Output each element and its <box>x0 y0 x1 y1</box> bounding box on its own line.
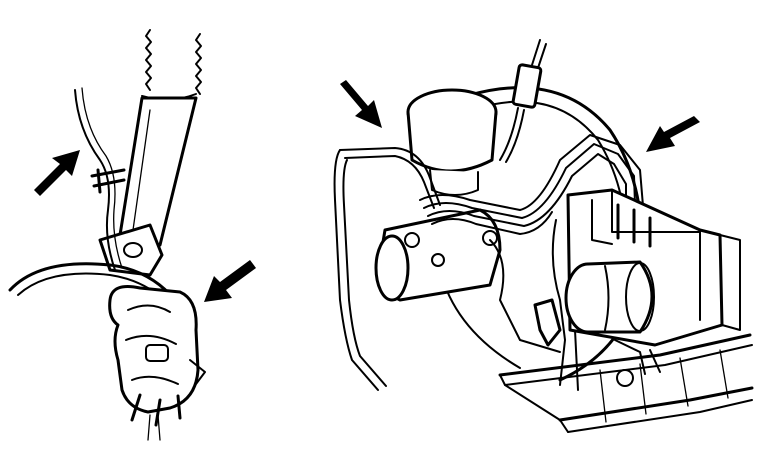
brake-line-long-left-2 <box>342 159 387 387</box>
frame-rail-top <box>498 333 752 377</box>
bracket-hardware <box>614 339 661 375</box>
caliper-bottom-lines <box>147 414 161 441</box>
bracket-bolt-hole <box>123 242 143 258</box>
mc-port-3 <box>482 230 498 246</box>
mc-port-2 <box>431 253 445 267</box>
right-arrow-upper-right <box>646 116 700 152</box>
left-arrow-lower <box>204 260 256 302</box>
frame-rail-mid <box>504 344 753 386</box>
caliper-lower-lugs <box>130 393 182 427</box>
abs-fittings <box>616 203 652 248</box>
sensor-wire-down <box>499 107 525 163</box>
frame-rail-ribs <box>599 349 729 423</box>
right-panel-master-cylinder <box>333 39 754 433</box>
abs-mounting-tab <box>591 199 613 245</box>
brake-line-2 <box>344 155 435 209</box>
pump-motor-band <box>604 265 610 331</box>
frame-rail-bottom <box>567 399 753 433</box>
mc-port-1 <box>404 232 420 248</box>
reservoir-lower <box>429 169 479 196</box>
right-arrow-upper-left <box>340 80 382 128</box>
frame-bolt <box>616 369 634 387</box>
master-cylinder-end <box>374 234 410 302</box>
strut-tube-inner <box>132 109 151 231</box>
abs-sensor-wire <box>8 262 177 302</box>
caliper-side-tab <box>189 359 206 385</box>
caliper-bleeder <box>145 344 169 362</box>
brake-line-long-left <box>333 149 379 391</box>
abs-housing-side <box>699 231 741 331</box>
brake-hose-outline <box>81 87 123 269</box>
hose-clip <box>90 168 126 194</box>
brake-line-bundle-d <box>431 211 553 235</box>
sensor-connector <box>511 63 543 109</box>
brake-line-bundle-c <box>427 153 627 233</box>
brake-line-down-2 <box>551 219 566 386</box>
brake-hose <box>74 89 116 271</box>
frame-rail-lower <box>558 386 754 422</box>
sensor-wire-top <box>531 39 547 69</box>
brake-line-1 <box>339 147 441 206</box>
caliper-detail-1 <box>125 304 179 385</box>
pump-motor-body <box>586 260 654 334</box>
abs-housing-top-edge <box>611 189 701 233</box>
left-arrow-upper <box>34 150 80 196</box>
brake-line-bundle-b <box>423 143 637 233</box>
strut-spring-edge-left <box>145 29 152 91</box>
left-panel-strut-assembly <box>8 29 206 441</box>
strut-tube <box>118 96 198 247</box>
brake-line-down-1 <box>489 239 561 353</box>
frame-rail-front <box>499 374 569 433</box>
pump-motor-far-end <box>625 262 655 332</box>
strut-spring-edge-right <box>195 33 202 95</box>
brake-line-bundle-a <box>419 134 646 231</box>
mounting-bracket <box>533 298 562 347</box>
